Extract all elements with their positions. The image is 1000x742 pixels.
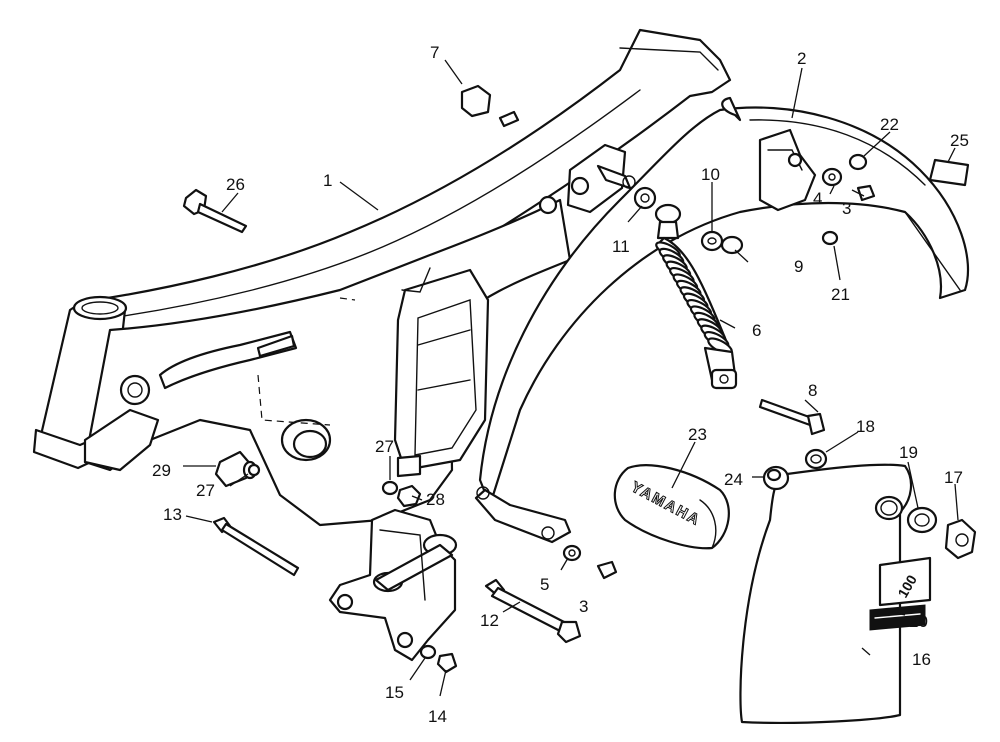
callout-15: 15 (385, 683, 404, 702)
main-frame (32, 28, 732, 527)
callout-4: 4 (813, 189, 822, 208)
rear-shock-absorber (654, 203, 738, 390)
leader-lines (183, 59, 959, 697)
callout-20: 20 (909, 612, 928, 631)
callout-27-right: 27 (375, 437, 394, 456)
callout-3-upper: 3 (842, 199, 851, 218)
callout-1: 1 (323, 171, 332, 190)
callout-3-lower: 3 (579, 597, 588, 616)
callout-11: 11 (612, 237, 630, 256)
callout-14: 14 (428, 707, 447, 726)
callout-2: 2 (797, 49, 806, 68)
callout-6: 6 (752, 321, 761, 340)
callout-16: 16 (912, 650, 931, 669)
callout-17: 17 (944, 468, 963, 487)
callout-13: 13 (163, 505, 182, 524)
callout-7: 7 (430, 43, 439, 62)
callout-12: 12 (480, 611, 499, 630)
callout-5: 5 (540, 575, 549, 594)
callout-27-left: 27 (196, 481, 215, 500)
callout-24: 24 (724, 470, 743, 489)
rear-fender (474, 96, 970, 544)
callout-10: 10 (701, 165, 720, 184)
callout-9: 9 (794, 257, 803, 276)
callout-18: 18 (856, 417, 875, 436)
callout-28: 28 (426, 490, 445, 509)
callout-21: 21 (831, 285, 850, 304)
callout-19: 19 (899, 443, 918, 462)
callout-25: 25 (950, 131, 969, 150)
callouts: 1 2 3 3 4 5 6 7 8 9 10 11 12 13 14 15 16… (152, 43, 969, 726)
callout-22: 22 (880, 115, 899, 134)
callout-29: 29 (152, 461, 171, 480)
callout-26: 26 (226, 175, 245, 194)
callout-23: 23 (688, 425, 707, 444)
side-cover: 100 (739, 463, 932, 724)
callout-8: 8 (808, 381, 817, 400)
tool-bag: YAMAHA (613, 464, 730, 550)
lower-bracket (328, 508, 458, 662)
